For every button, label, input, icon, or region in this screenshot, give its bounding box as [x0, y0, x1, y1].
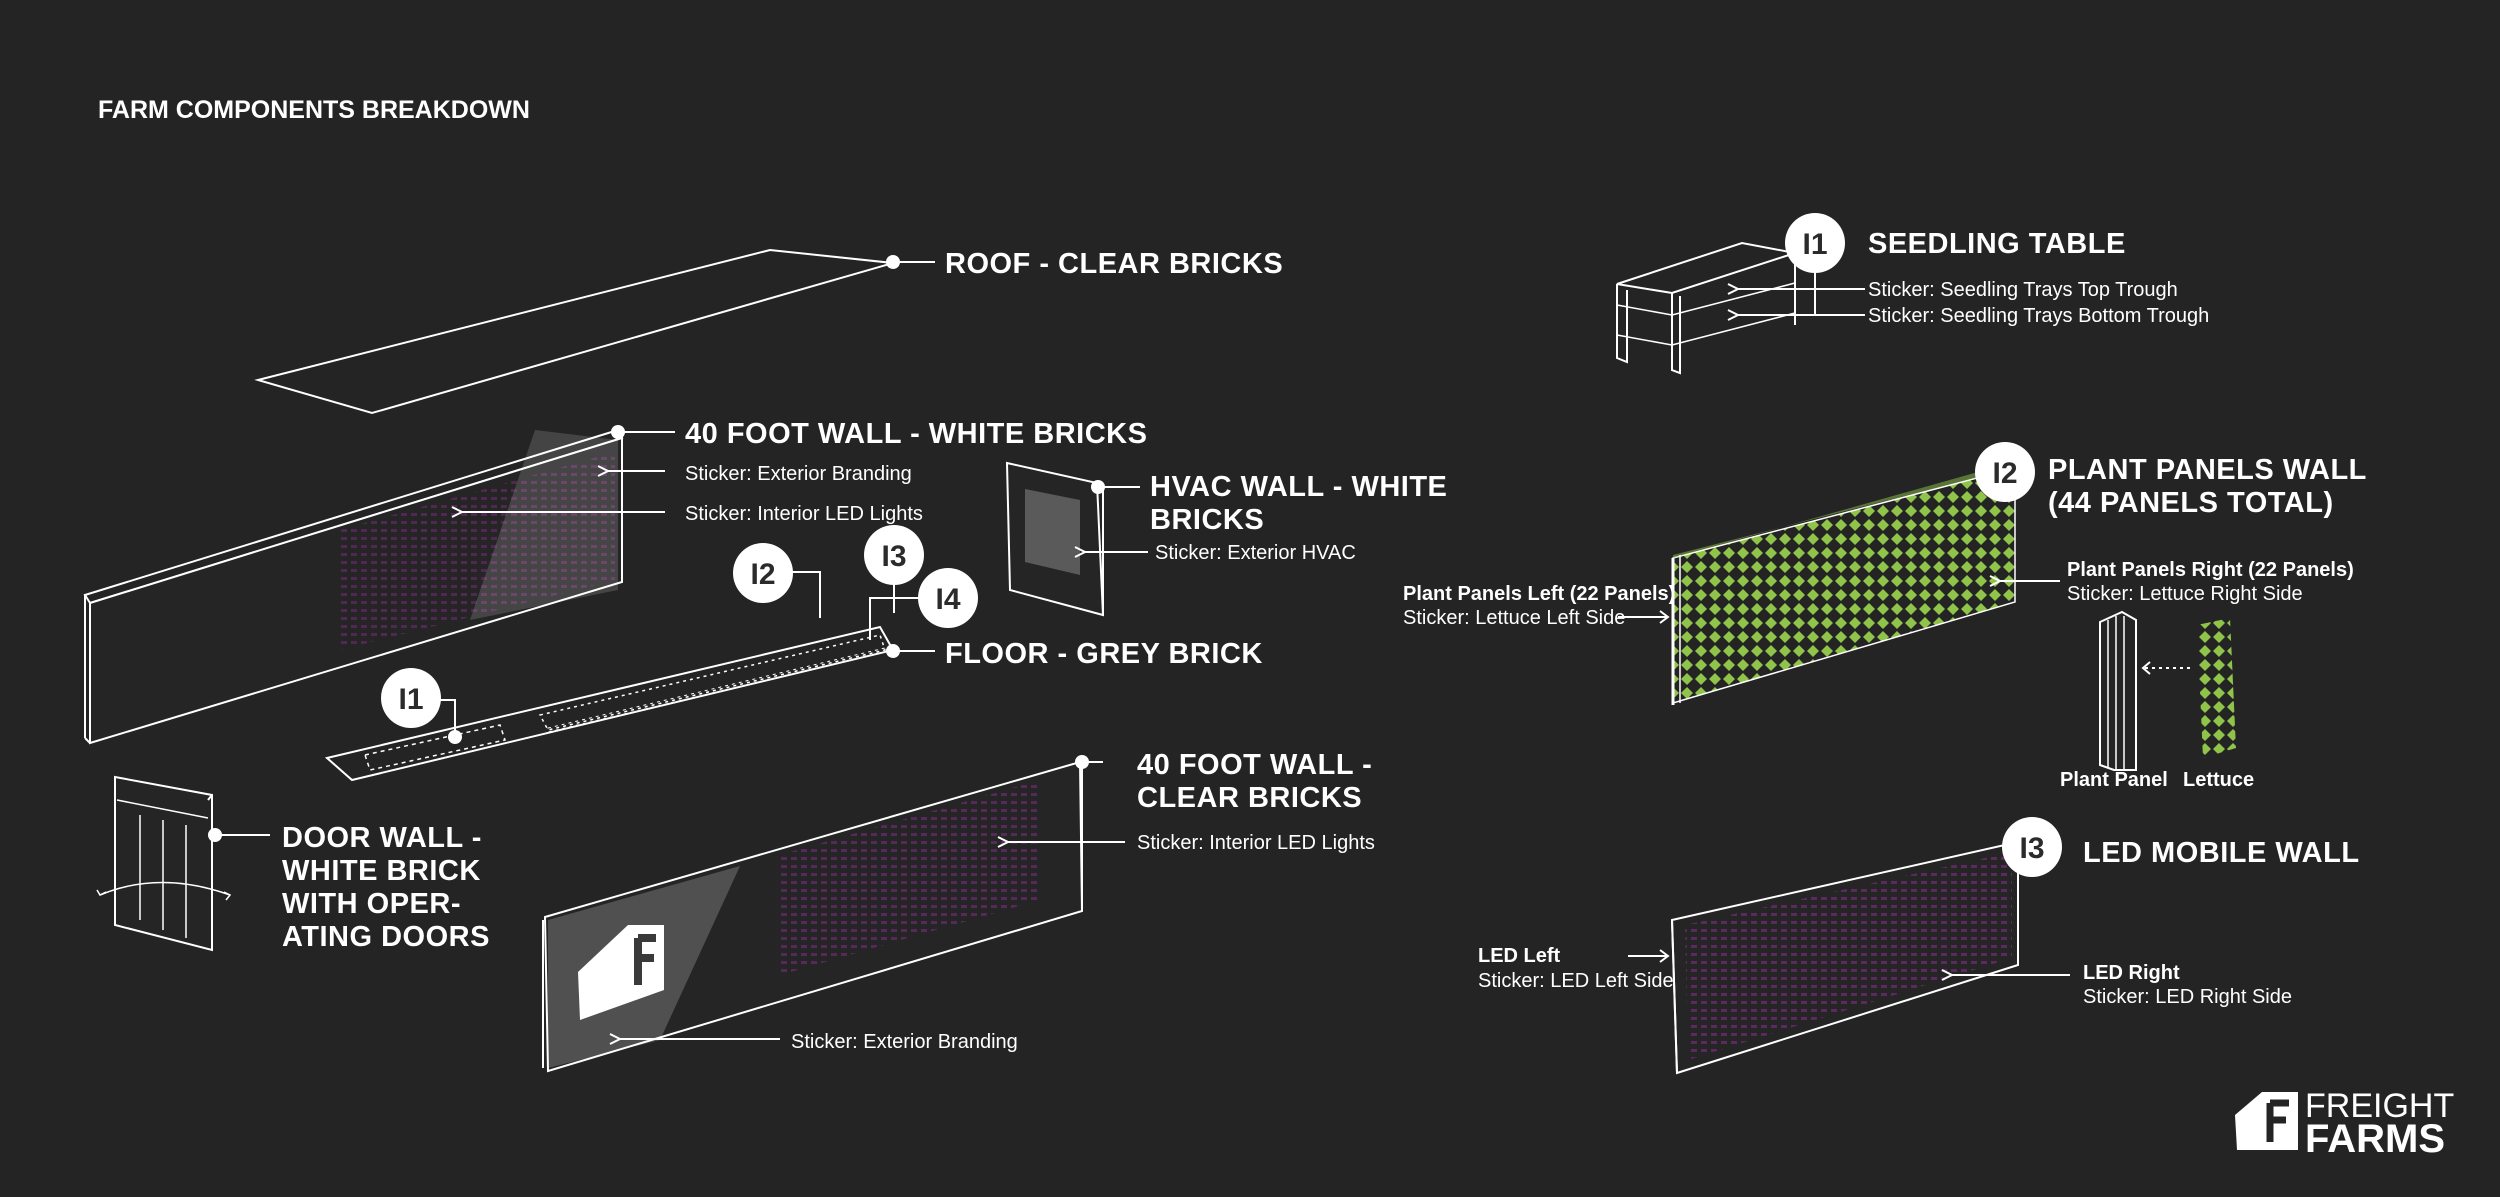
door-wall-panel [96, 775, 232, 952]
logo-line2: FARMS [2305, 1117, 2445, 1161]
seedling-sticker-bottom: Sticker: Seedling Trays Bottom Trough [1868, 305, 2209, 327]
svg-text:I2: I2 [1992, 457, 2017, 490]
led-left-title: LED Left [1478, 945, 1561, 967]
front-wall-callouts [620, 755, 1125, 1039]
plant-callouts [1618, 581, 2060, 624]
front-logo-mark [578, 925, 664, 1020]
svg-text:I2: I2 [750, 558, 775, 591]
floor-callout [886, 644, 935, 658]
svg-text:I3: I3 [881, 540, 906, 573]
badge-i4-floor: I4 [918, 568, 978, 628]
svg-text:I4: I4 [935, 583, 960, 616]
plant-title-line1: PLANT PANELS WALL [2048, 454, 2367, 486]
badge-i1-floor: I1 [381, 668, 441, 728]
led-left-sticker: Sticker: LED Left Side [1478, 970, 1674, 992]
plant-right-sticker: Sticker: Lettuce Right Side [2067, 583, 2303, 605]
hvac-callouts [1085, 480, 1148, 552]
lettuce-label: Lettuce [2183, 769, 2254, 791]
floor-badge-i4-leader [869, 597, 919, 640]
badge-i2-floor: I2 [733, 543, 793, 603]
led-right-title: LED Right [2083, 962, 2180, 984]
front-wall-line1: 40 FOOT WALL - [1137, 749, 1372, 781]
door-wall-callout [208, 828, 270, 842]
led-right-sticker: Sticker: LED Right Side [2083, 986, 2292, 1008]
freight-farms-logo: FREIGHT FARMS [2235, 1087, 2454, 1161]
led-wall-drawing [1670, 840, 2019, 1075]
badge-i3-led: I3 [2002, 817, 2062, 877]
roof-label: ROOF - CLEAR BRICKS [945, 248, 1283, 280]
front-wall-line2: CLEAR BRICKS [1137, 782, 1362, 814]
door-wall-line1: DOOR WALL - [282, 822, 482, 854]
plant-left-sticker: Sticker: Lettuce Left Side [1403, 607, 1625, 629]
back-wall-sticker-branding: Sticker: Exterior Branding [685, 463, 912, 485]
roof-callout [886, 255, 935, 269]
plant-left-title: Plant Panels Left (22 Panels) [1403, 583, 1675, 605]
back-wall-sticker-led: Sticker: Interior LED Lights [685, 503, 923, 525]
door-wall-line2: WHITE BRICK [282, 855, 481, 887]
led-callouts [1628, 949, 2070, 975]
front-wall-sticker-led: Sticker: Interior LED Lights [1137, 832, 1375, 854]
floor-badge-i2-leader [790, 571, 821, 618]
front-wall-sticker-branding: Sticker: Exterior Branding [791, 1031, 1018, 1053]
door-wall-line3: WITH OPER- [282, 888, 461, 920]
svg-text:I1: I1 [398, 683, 423, 716]
hvac-title-line2: BRICKS [1150, 504, 1264, 536]
hvac-sticker: Sticker: Exterior HVAC [1155, 542, 1356, 564]
back-wall-callouts [462, 425, 675, 512]
floor-label: FLOOR - GREY BRICK [945, 638, 1263, 670]
plant-title-line2: (44 PANELS TOTAL) [2048, 487, 2334, 519]
hvac-wall-panel [1005, 461, 1105, 617]
hvac-title-line1: HVAC WALL - WHITE [1150, 471, 1447, 503]
badge-i3-floor: I3 [864, 525, 924, 585]
svg-text:I3: I3 [2019, 832, 2044, 865]
badge-i1-seedling: I1 [1785, 213, 1845, 273]
logo-line1: FREIGHT [2305, 1087, 2454, 1125]
door-wall-line4: ATING DOORS [282, 921, 490, 953]
badge-i2-plant: I2 [1975, 442, 2035, 502]
back-wall-title: 40 FOOT WALL - WHITE BRICKS [685, 418, 1147, 450]
plant-right-title: Plant Panels Right (22 Panels) [2067, 559, 2354, 581]
lettuce-strip-drawing [2197, 618, 2236, 758]
seedling-title: SEEDLING TABLE [1868, 228, 2126, 260]
plant-panels-wall-drawing [1671, 467, 2016, 705]
seedling-table-drawing [1616, 241, 1796, 375]
seedling-callouts [1738, 271, 1865, 315]
plant-panel-label: Plant Panel [2060, 769, 2168, 791]
back-wall-panel [83, 428, 624, 745]
roof-panel [254, 248, 894, 415]
seedling-sticker-top: Sticker: Seedling Trays Top Trough [1868, 279, 2178, 301]
page-title: FARM COMPONENTS BREAKDOWN [98, 96, 530, 124]
led-title: LED MOBILE WALL [2083, 837, 2360, 869]
front-wall-panel [542, 760, 1084, 1073]
single-plant-panel-drawing [2099, 610, 2190, 771]
svg-text:I1: I1 [1802, 228, 1827, 261]
